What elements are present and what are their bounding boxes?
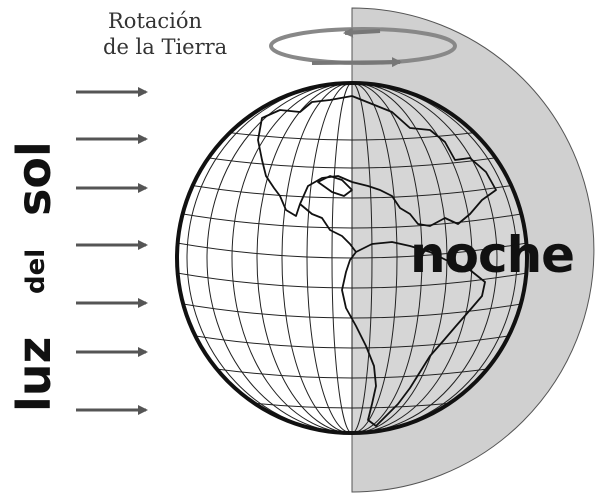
sunlight-label-word2: del <box>21 249 51 294</box>
rotation-arrow-bottom <box>312 62 400 63</box>
night-label: noche <box>410 226 574 284</box>
sunlight-label-word3: sol <box>7 141 61 216</box>
sunlight-label-word1: luz <box>7 337 61 412</box>
rotation-label-line2: de la Tierra <box>103 35 227 59</box>
sunlight-label: luz del sol <box>7 141 61 412</box>
rotation-label-line1: Rotación <box>108 9 202 33</box>
rotation-arrow-top <box>345 31 380 33</box>
sunlight-arrows <box>76 92 146 410</box>
rotation-label: Rotación de la Tierra <box>103 9 227 59</box>
